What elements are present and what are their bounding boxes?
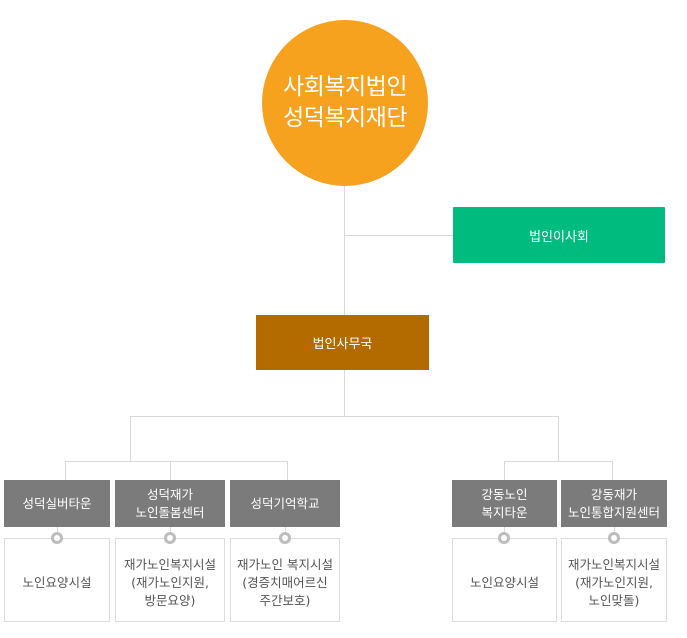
facility-label-line1: 재가노인복지시설 — [123, 557, 216, 572]
connector-left-group-horizontal — [65, 461, 288, 462]
connector-right-group-drop — [558, 416, 559, 461]
connector-dept3-drop — [287, 461, 288, 480]
facility-label-line1: 노인요양시설 — [22, 575, 92, 590]
facility-label-line1: 재가노인 복지시설 — [237, 557, 333, 572]
connector-right-group-horizontal — [504, 461, 613, 462]
connector-board-branch — [344, 235, 453, 236]
department-label-line1: 성덕기억학교 — [250, 495, 320, 511]
department-node-gangdong-integrated-support-center: 강동재가 노인통합지원센터 — [561, 480, 667, 527]
department-label-line2: 노인돌봄센터 — [135, 504, 205, 520]
facility-label-line1: 재가노인복지시설 — [567, 557, 660, 572]
department-label-line1: 성덕재가 — [146, 486, 193, 502]
department-label-line1: 강동노인 — [481, 486, 528, 502]
department-node-seongdeok-silver-town: 성덕실버타운 — [4, 480, 110, 527]
connector-root-trunk — [344, 186, 345, 315]
department-label-line1: 강동재가 — [590, 486, 637, 502]
ring-marker-icon — [279, 532, 291, 544]
facility-label-line2: (재가노인지원, — [131, 575, 209, 590]
secretariat-node: 법인사무국 — [256, 315, 429, 370]
connector-office-trunk — [344, 370, 345, 417]
ring-marker-icon — [498, 532, 510, 544]
facility-label-line2: (재가노인지원, — [575, 575, 653, 590]
secretariat-label: 법인사무국 — [312, 337, 373, 352]
connector-dept1-drop — [65, 461, 66, 480]
facility-box-memory-school: 재가노인 복지시설 (경증치매어르신 주간보호) — [230, 538, 340, 622]
board-of-directors-label: 법인이사회 — [529, 229, 589, 245]
ring-marker-icon — [608, 532, 620, 544]
connector-left-group-drop — [130, 416, 131, 461]
facility-label-line2: (경증치매어르신 — [242, 575, 328, 590]
connector-dept4-drop — [504, 461, 505, 480]
department-label-line2: 노인통합지원센터 — [567, 504, 660, 520]
ring-marker-icon — [164, 532, 176, 544]
facility-box-gangdong-town: 노인요양시설 — [452, 538, 557, 622]
department-node-seongdeok-home-care: 성덕재가 노인돌봄센터 — [115, 480, 225, 527]
board-of-directors-node: 법인이사회 — [453, 207, 665, 263]
connector-dept2-drop — [170, 461, 171, 480]
facility-box-home-care: 재가노인복지시설 (재가노인지원, 방문요양) — [115, 538, 225, 622]
department-label-line2: 복지타운 — [481, 504, 528, 520]
root-node-title-line1: 사회복지법인 — [283, 74, 407, 100]
root-node-foundation: 사회복지법인 성덕복지재단 — [262, 20, 428, 186]
department-node-seongdeok-memory-school: 성덕기억학교 — [230, 480, 340, 527]
facility-label-line3: 방문요양) — [144, 593, 196, 608]
facility-box-gangdong-center: 재가노인복지시설 (재가노인지원, 노인맞돌) — [561, 538, 667, 622]
facility-label-line1: 노인요양시설 — [469, 575, 539, 590]
department-node-gangdong-senior-welfare-town: 강동노인 복지타운 — [452, 480, 557, 527]
facility-label-line3: 노인맞돌) — [588, 593, 640, 608]
facility-label-line3: 주간보호) — [259, 593, 311, 608]
connector-dept5-drop — [612, 461, 613, 480]
facility-box-silver-town: 노인요양시설 — [4, 538, 110, 622]
root-node-title-line2: 성덕복지재단 — [283, 105, 407, 131]
connector-main-horizontal — [130, 416, 558, 417]
department-label-line1: 성덕실버타운 — [22, 495, 92, 511]
ring-marker-icon — [51, 532, 63, 544]
